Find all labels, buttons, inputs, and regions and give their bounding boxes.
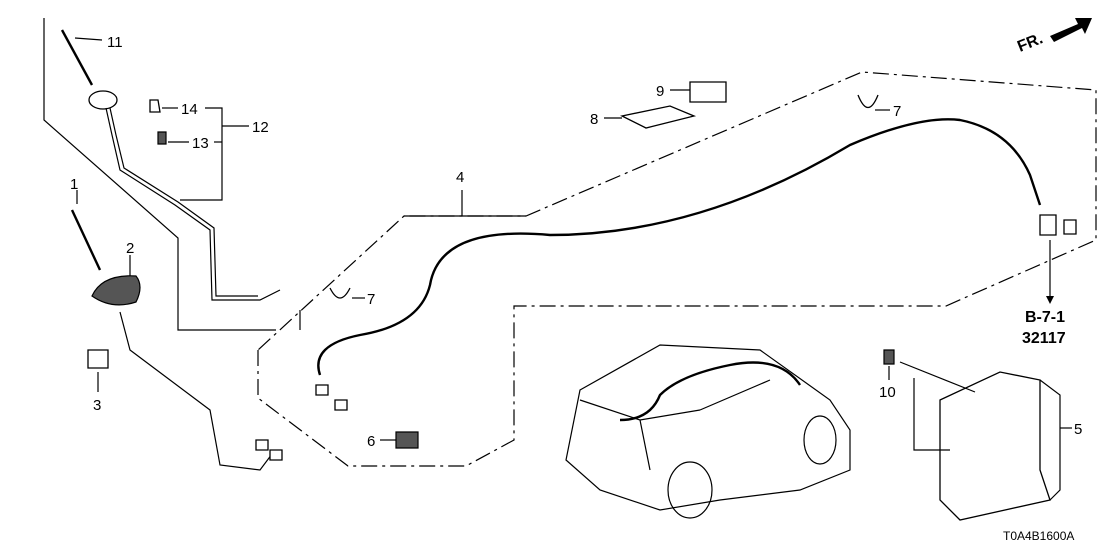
reference-section: B-7-1 bbox=[1025, 309, 1065, 326]
bolt-13 bbox=[157, 131, 167, 145]
antenna-cover-2 bbox=[91, 275, 141, 306]
antenna-base bbox=[88, 90, 118, 110]
callout-3: 3 bbox=[93, 397, 101, 414]
roof-antenna-group bbox=[43, 18, 301, 331]
reference-part-group: 32117 bbox=[1022, 330, 1066, 347]
callout-12: 12 bbox=[252, 119, 269, 136]
callout-2: 2 bbox=[126, 240, 134, 257]
callout-7-left: 7 bbox=[367, 291, 375, 308]
antenna-base-3 bbox=[87, 349, 109, 369]
callout-8: 8 bbox=[590, 111, 598, 128]
clip-6 bbox=[395, 431, 419, 449]
pad-9 bbox=[689, 81, 727, 103]
callout-5: 5 bbox=[1074, 421, 1082, 438]
callout-10: 10 bbox=[879, 384, 896, 401]
callout-7-top: 7 bbox=[893, 103, 901, 120]
antenna-mast-1 bbox=[70, 209, 102, 271]
pad-8 bbox=[620, 105, 697, 129]
callout-14: 14 bbox=[181, 101, 198, 118]
callout-9: 9 bbox=[656, 83, 664, 100]
antenna-rod-11 bbox=[60, 29, 94, 86]
fin-antenna-group bbox=[70, 190, 283, 471]
front-direction-arrow: FR. bbox=[1015, 18, 1092, 56]
front-label: FR. bbox=[1015, 30, 1045, 55]
control-unit-group bbox=[883, 349, 1072, 521]
callout-11: 11 bbox=[107, 34, 123, 51]
clip-14 bbox=[149, 99, 161, 113]
control-unit-5 bbox=[939, 371, 1051, 521]
bolt-10 bbox=[883, 349, 895, 365]
callout-1: 1 bbox=[70, 176, 78, 193]
feeder-cable-group bbox=[257, 71, 1097, 467]
callout-4: 4 bbox=[456, 169, 464, 186]
diagram-code: T0A4B1600A bbox=[1003, 529, 1074, 543]
callout-13: 13 bbox=[192, 135, 209, 152]
callout-6: 6 bbox=[367, 433, 375, 450]
vehicle-silhouette bbox=[565, 344, 851, 519]
